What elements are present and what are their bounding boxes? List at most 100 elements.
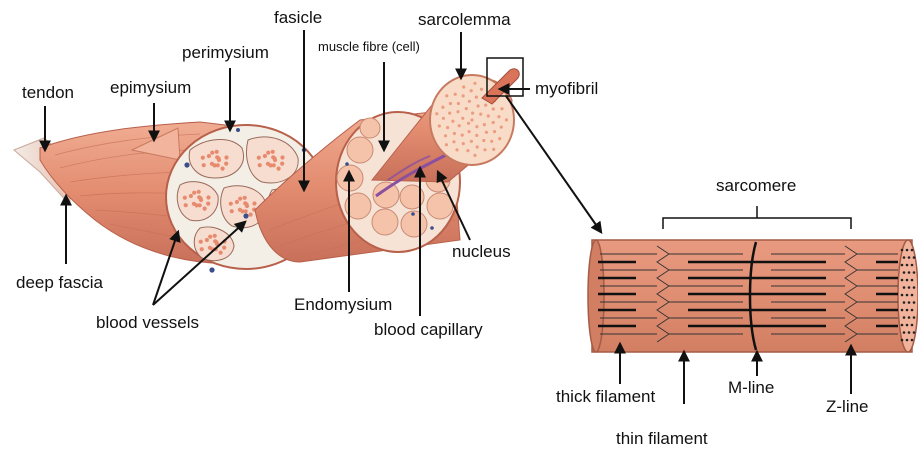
end-dot bbox=[901, 324, 904, 327]
myofibril-dot bbox=[477, 104, 480, 107]
end-dot bbox=[901, 294, 904, 297]
label-sarcomere: sarcomere bbox=[716, 177, 796, 194]
myofibril-dot bbox=[490, 140, 493, 143]
fibre-dot bbox=[184, 203, 188, 207]
fibre-dot bbox=[263, 154, 267, 158]
label-myofibril: myofibril bbox=[535, 80, 598, 97]
fibre-dot bbox=[271, 150, 275, 154]
myofibril-dot bbox=[453, 132, 456, 135]
myofibril-dot bbox=[455, 148, 458, 151]
myofibril-dot bbox=[445, 143, 448, 146]
label-sarcolemma: sarcolemma bbox=[418, 11, 511, 28]
end-dot bbox=[901, 249, 904, 252]
myofibril-dot bbox=[462, 85, 465, 88]
fibre-dot bbox=[258, 163, 262, 167]
fibre-dot bbox=[199, 240, 203, 244]
end-dot bbox=[911, 309, 914, 312]
label-epimysium: epimysium bbox=[110, 79, 191, 96]
myofibril-dot bbox=[497, 115, 500, 118]
myofibril-dot bbox=[438, 124, 441, 127]
label-m-line: M-line bbox=[728, 379, 774, 396]
fibre-dot bbox=[205, 238, 209, 242]
fibre-dot bbox=[201, 156, 205, 160]
myofibril-dot bbox=[468, 130, 471, 133]
end-dot bbox=[913, 286, 916, 289]
myofibril-dot bbox=[452, 140, 455, 143]
end-dot bbox=[906, 309, 909, 312]
label-fasicle: fasicle bbox=[274, 9, 322, 26]
myofibril-dot bbox=[500, 126, 503, 129]
end-dot bbox=[911, 264, 914, 267]
fibre-dot bbox=[229, 202, 233, 206]
end-dot bbox=[901, 264, 904, 267]
cylinder-left-end bbox=[588, 240, 604, 352]
myofibril-dot bbox=[475, 96, 478, 99]
end-dot bbox=[903, 316, 906, 319]
end-dot bbox=[908, 331, 911, 334]
myofibril-dot bbox=[457, 102, 460, 105]
end-dot bbox=[908, 286, 911, 289]
myofibril-dot bbox=[470, 89, 473, 92]
fibre-dot bbox=[249, 213, 253, 217]
fibre-dot bbox=[221, 167, 225, 171]
fibre-dot bbox=[224, 162, 228, 166]
fibre-dot bbox=[222, 246, 226, 250]
myofibril-dot bbox=[483, 123, 486, 126]
end-dot bbox=[903, 286, 906, 289]
fibre-dot bbox=[207, 154, 211, 158]
end-dot bbox=[906, 249, 909, 252]
fibre-dot bbox=[224, 155, 228, 159]
myofibril-dot bbox=[435, 112, 438, 115]
label-blood-capillary: blood capillary bbox=[374, 321, 483, 338]
end-dot bbox=[903, 331, 906, 334]
myofibril-dot bbox=[480, 88, 483, 91]
end-dot bbox=[901, 279, 904, 282]
end-dot bbox=[911, 249, 914, 252]
myofibril-dot bbox=[473, 154, 476, 157]
myofibril-dot bbox=[470, 118, 473, 121]
myofibril-dot bbox=[456, 110, 459, 113]
myofibril-dot bbox=[467, 122, 470, 125]
label-tendon: tendon bbox=[22, 84, 74, 101]
zoom-connector bbox=[506, 96, 601, 232]
myofibril-dot bbox=[466, 149, 469, 152]
end-dot bbox=[906, 264, 909, 267]
fibre-dot bbox=[197, 195, 201, 199]
myofibril-dot bbox=[451, 120, 454, 123]
end-dot bbox=[906, 279, 909, 282]
myofibril-dot bbox=[483, 148, 486, 151]
end-dot bbox=[903, 256, 906, 259]
end-dot bbox=[908, 301, 911, 304]
fibre-dot bbox=[266, 151, 270, 155]
fibre-dot bbox=[252, 201, 256, 205]
myofibril-dot bbox=[446, 126, 449, 129]
end-dot bbox=[911, 279, 914, 282]
fibre-dot bbox=[202, 163, 206, 167]
myofibril-dot bbox=[505, 118, 508, 121]
myofibril-dot bbox=[445, 94, 448, 97]
myofibril-dot bbox=[479, 113, 482, 116]
myofibril-dot bbox=[448, 112, 451, 115]
fibre-dot bbox=[257, 156, 261, 160]
label-deep-fascia: deep fascia bbox=[16, 274, 103, 291]
myofibril-dot bbox=[492, 121, 495, 124]
myofibril-dot bbox=[485, 131, 488, 134]
myofibril-dot bbox=[475, 134, 478, 137]
myofibril-dot bbox=[498, 137, 501, 140]
end-dot bbox=[906, 324, 909, 327]
sarcomere-diagram bbox=[588, 206, 918, 352]
end-dot bbox=[913, 331, 916, 334]
end-dot bbox=[908, 316, 911, 319]
myofibril-dot bbox=[468, 100, 471, 103]
end-dot bbox=[901, 309, 904, 312]
myofibril-dot bbox=[475, 125, 478, 128]
end-dot bbox=[908, 271, 911, 274]
fibre-dot bbox=[213, 239, 217, 243]
myofibril-dot bbox=[462, 142, 465, 145]
myofibril-dot bbox=[476, 145, 479, 148]
myofibril-dot bbox=[442, 117, 445, 120]
end-dot bbox=[911, 324, 914, 327]
label-muscle-fibre: muscle fibre (cell) bbox=[318, 40, 420, 53]
end-dot bbox=[901, 339, 904, 342]
